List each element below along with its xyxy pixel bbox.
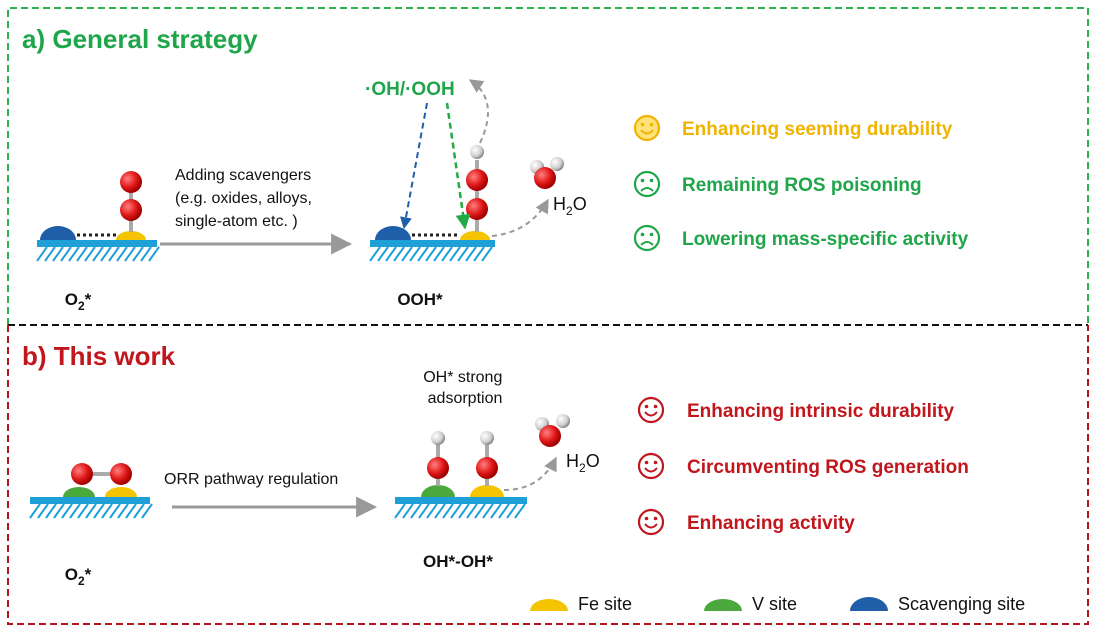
smile-face-icon [633, 114, 661, 142]
panel-b-initial-surface [29, 463, 153, 519]
scavenging-site [375, 226, 411, 240]
hydrogen-atom [480, 431, 494, 445]
hydrogen-atom [431, 431, 445, 445]
panel-a-arrow-label: Adding scavengers (e.g. oxides, alloys, … [175, 167, 316, 230]
oxygen-atom [534, 167, 556, 189]
legend-label-scavenging: Scavenging site [898, 594, 1025, 614]
outcome-text: Enhancing intrinsic durability [687, 401, 955, 422]
panel-a-border [7, 7, 1089, 325]
oxygen-atom [120, 171, 142, 193]
panel-b-product-label: OH*-OH* [423, 552, 493, 571]
panel-a-product-label: OOH* [397, 290, 443, 309]
outcome-item: Enhancing intrinsic durability [637, 396, 955, 424]
oxygen-atom [71, 463, 93, 485]
sad-face-icon [633, 224, 661, 252]
hydrogen-atom [470, 145, 484, 159]
sad-face-icon [633, 170, 661, 198]
panel-a-outcomes: Enhancing seeming durability Remaining R… [633, 114, 969, 252]
v-site [421, 485, 455, 497]
panel-b-product-surface [394, 431, 527, 519]
smile-face-icon [637, 452, 665, 480]
scavenging-site-legend-icon [850, 597, 888, 611]
scavenging-site [40, 226, 76, 240]
oxygen-atom [539, 425, 561, 447]
panel-b-water-label: H2O [566, 451, 600, 475]
hydrogen-atom [556, 414, 570, 428]
oxygen-atom [110, 463, 132, 485]
v-site [63, 487, 95, 497]
hydrogen-atom [550, 157, 564, 171]
fe-site [460, 231, 490, 240]
panel-a-product-surface [369, 145, 495, 262]
fe-site [116, 231, 146, 240]
panel-b-arrow-label: ORR pathway regulation [164, 471, 338, 488]
outcome-item: Lowering mass-specific activity [633, 224, 969, 252]
panel-b-title: b) This work [22, 341, 176, 371]
panel-b-outcomes: Enhancing intrinsic durability Circumven… [637, 396, 969, 536]
v-site-legend-icon [704, 599, 742, 611]
oxygen-atom [427, 457, 449, 479]
smile-face-icon [637, 508, 665, 536]
panel-b-adsorption-note: OH* strong adsorption [423, 369, 507, 407]
legend-label-fe: Fe site [578, 594, 632, 614]
panel-a-water-label: H2O [553, 194, 587, 218]
outcome-item: Remaining ROS poisoning [633, 170, 922, 198]
outcome-item: Enhancing seeming durability [633, 114, 953, 142]
fe-site [470, 485, 504, 497]
panel-a-title: a) General strategy [22, 24, 258, 54]
outcome-text: Remaining ROS poisoning [682, 175, 922, 196]
outcome-text: Lowering mass-specific activity [682, 229, 969, 250]
oxygen-atom [120, 199, 142, 221]
outcome-text: Circumventing ROS generation [687, 457, 969, 478]
outcome-text: Enhancing seeming durability [682, 119, 953, 140]
panel-a-initial-label: O2* [65, 290, 92, 313]
water-molecule [530, 157, 564, 189]
oxygen-atom [476, 457, 498, 479]
outcome-item: Enhancing activity [637, 508, 855, 536]
outcome-text: Enhancing activity [687, 513, 855, 534]
panel-b-border [7, 325, 1089, 625]
ros-formation-arrow [445, 102, 471, 230]
panel-b-initial-label: O2* [65, 565, 92, 588]
fe-site-legend-icon [530, 599, 568, 611]
scavenging-arrow [400, 102, 428, 230]
oxygen-atom [466, 198, 488, 220]
water-molecule [535, 414, 570, 447]
outcome-item: Circumventing ROS generation [637, 452, 969, 480]
smile-face-icon [637, 396, 665, 424]
oxygen-atom [466, 169, 488, 191]
water-release-arrow [503, 456, 557, 491]
panel-a-radicals: ·OH/·OOH [365, 79, 455, 100]
legend: Fe site V site Scavenging site [530, 594, 1025, 614]
panel-a-initial-surface [36, 171, 160, 262]
fe-site [105, 487, 137, 497]
water-release-arrow [491, 198, 549, 237]
legend-label-v: V site [752, 594, 797, 614]
ros-release-arrow [468, 79, 489, 144]
